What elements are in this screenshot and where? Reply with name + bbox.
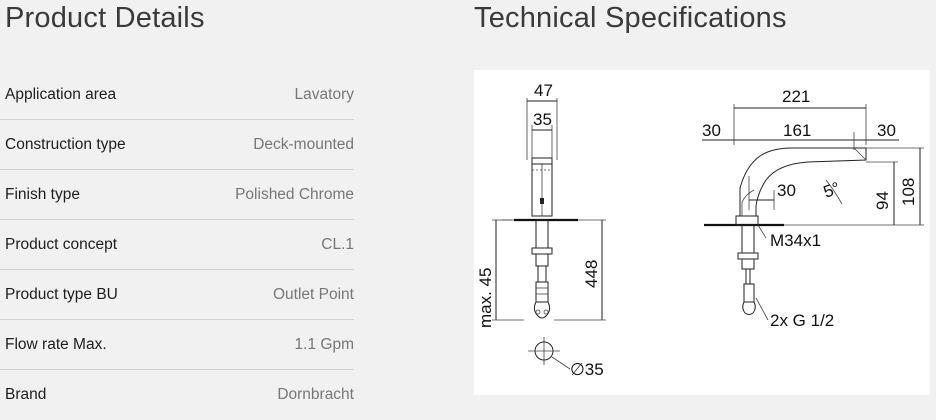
detail-value: CL.1 [321,235,354,253]
technical-drawing: 47 35 [474,70,930,395]
detail-value: 1.1 Gpm [294,335,354,353]
technical-drawing-svg: 47 35 [476,81,924,379]
detail-row-brand: Brand Dornbracht [0,370,354,420]
dim-30-left: 30 [702,121,721,140]
dim-30-right: 30 [877,121,896,140]
detail-value: Dornbracht [277,386,354,403]
dim-108: 108 [899,178,918,206]
detail-label: Application area [5,85,117,103]
dim-448: 448 [582,260,601,288]
front-view: 47 35 [476,81,606,379]
detail-label: Construction type [5,135,126,153]
dim-221: 221 [782,87,810,106]
dim-m34x1: M34x1 [770,231,821,250]
dim-max45: max. 45 [476,268,495,328]
dim-diameter-35: ∅35 [570,360,604,379]
dim-161: 161 [783,121,811,140]
dim-94: 94 [873,191,892,210]
dim-35: 35 [533,110,552,129]
dim-2x-g-half: 2x G 1/2 [770,311,834,330]
dim-angle-5: 5° [821,178,843,201]
detail-label: Brand [5,386,47,403]
detail-value: Outlet Point [273,285,354,303]
detail-row-product-concept: Product concept CL.1 [0,220,354,270]
detail-label: Product concept [5,235,118,253]
product-details-title: Product Details [5,2,205,34]
detail-label: Product type BU [5,285,118,303]
detail-value: Polished Chrome [235,185,354,203]
detail-row-finish-type: Finish type Polished Chrome [0,170,354,220]
detail-label: Finish type [5,185,80,203]
side-view: 221 30 161 30 30 [702,87,924,330]
detail-value: Lavatory [294,85,354,103]
dim-30-inner: 30 [777,181,796,200]
detail-row-flow-rate: Flow rate Max. 1.1 Gpm [0,320,354,370]
product-details-panel: Product Details Application area Lavator… [0,0,360,415]
detail-label: Flow rate Max. [5,335,107,353]
detail-row-product-type-bu: Product type BU Outlet Point [0,270,354,320]
product-details-list: Application area Lavatory Construction t… [0,70,354,420]
detail-row-construction-type: Construction type Deck-mounted [0,120,354,170]
dim-47: 47 [534,81,553,100]
detail-row-application-area: Application area Lavatory [0,70,354,120]
technical-specifications-title: Technical Specifications [474,2,787,34]
detail-value: Deck-mounted [253,135,354,153]
